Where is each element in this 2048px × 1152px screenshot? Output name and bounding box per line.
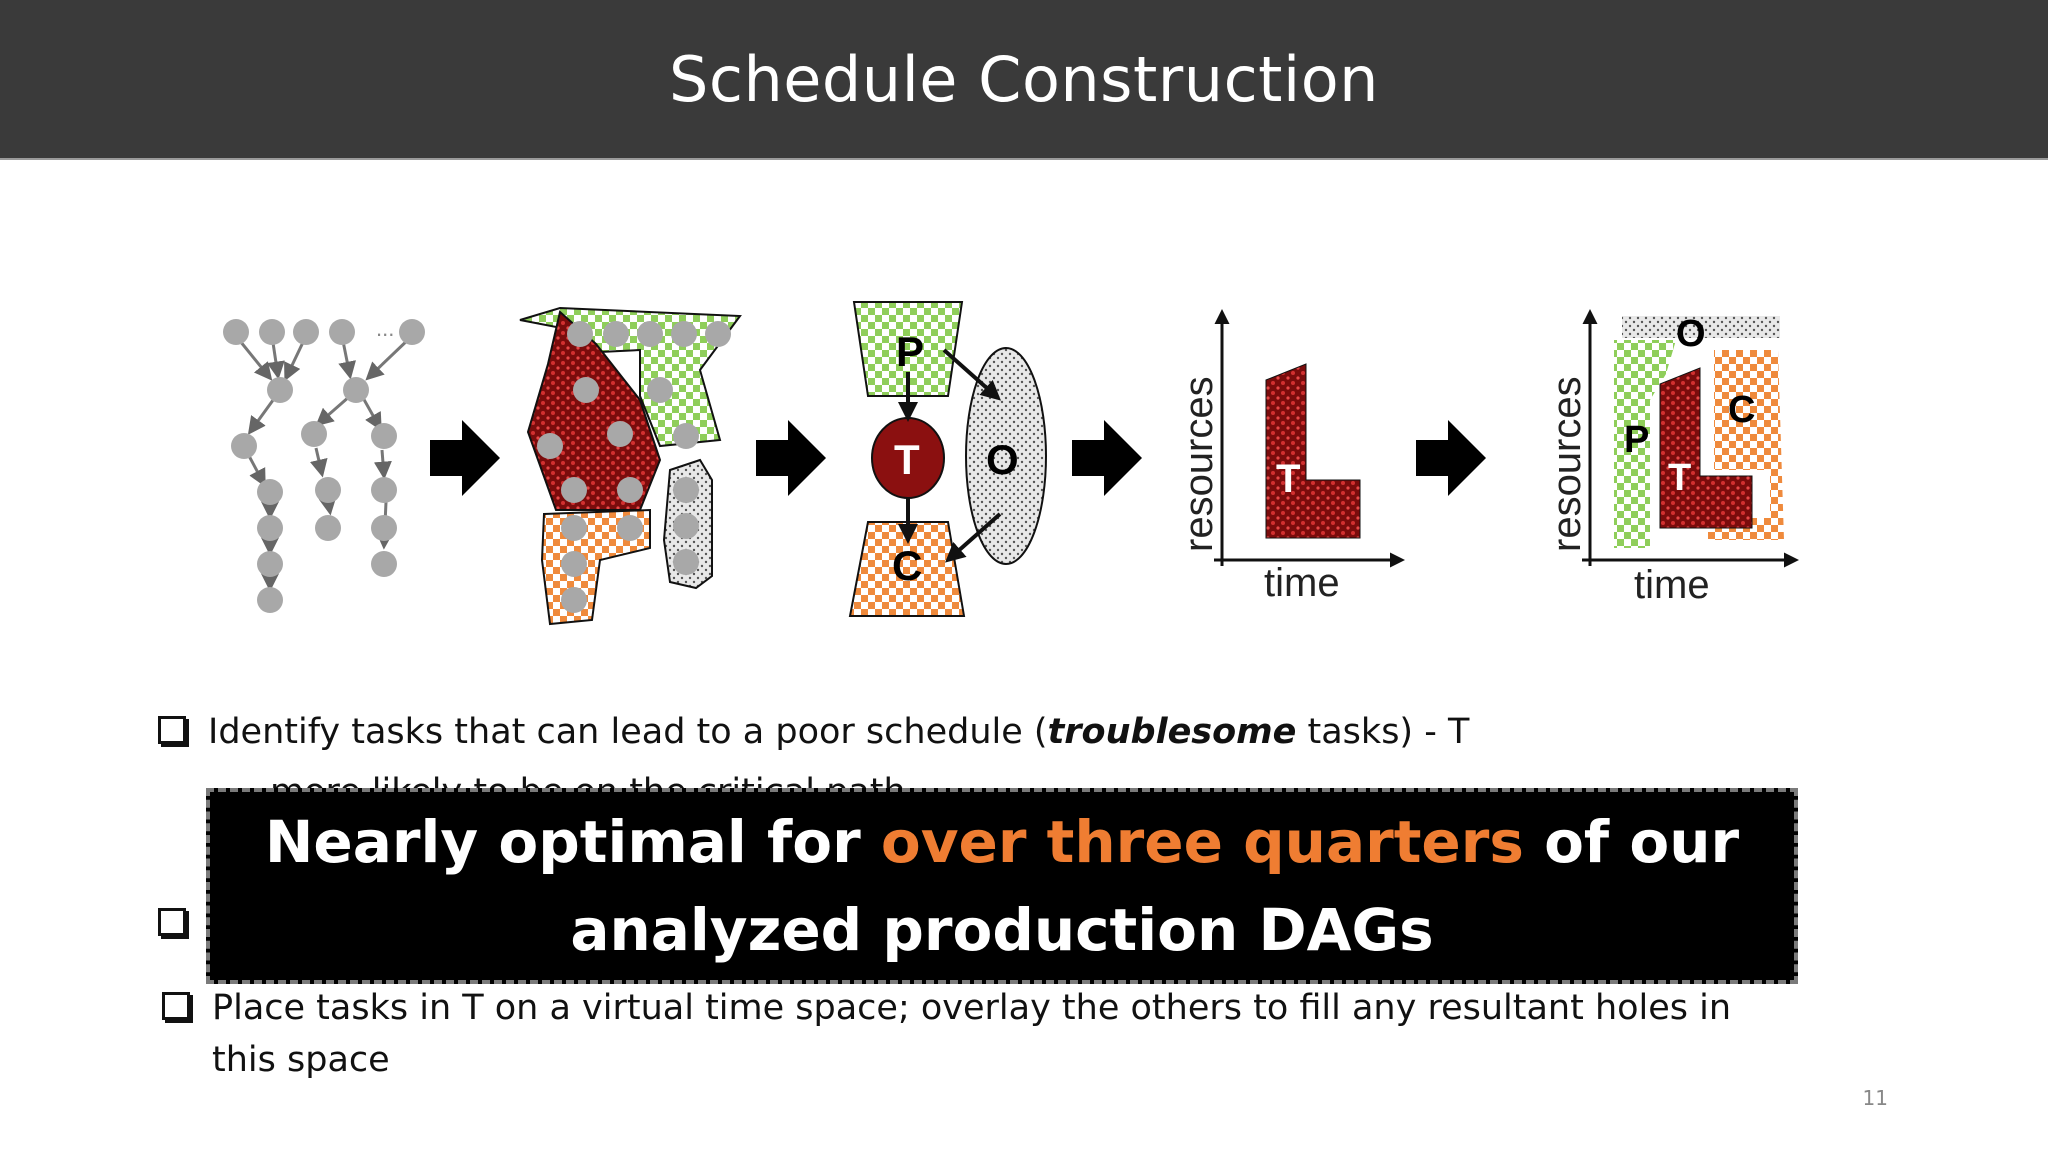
svg-text:T: T bbox=[1668, 457, 1691, 499]
svg-text:C: C bbox=[892, 542, 922, 589]
svg-text:T: T bbox=[894, 436, 920, 483]
callout-text: Nearly optimal for over three quarters o… bbox=[264, 808, 1740, 964]
svg-text:P: P bbox=[1624, 419, 1649, 461]
checkbox-bullet-icon bbox=[158, 716, 186, 744]
callout-overlay: Nearly optimal for over three quarters o… bbox=[206, 788, 1798, 984]
svg-text:time: time bbox=[1264, 561, 1340, 605]
bullet-identify-troublesome: Identify tasks that can lead to a poor s… bbox=[158, 706, 1469, 758]
partitioned-dag bbox=[519, 306, 742, 626]
checkbox-bullet-icon bbox=[158, 908, 186, 936]
title-bar: Schedule Construction bbox=[0, 0, 2048, 160]
bullet-hidden bbox=[158, 898, 208, 950]
arrow-right-icon bbox=[1072, 420, 1142, 496]
time-space-t: T resources time bbox=[1177, 309, 1405, 605]
svg-text:O: O bbox=[986, 436, 1019, 483]
svg-text:resources: resources bbox=[1177, 376, 1221, 552]
ptco-graph: P T O C bbox=[848, 301, 1047, 617]
svg-text:O: O bbox=[1676, 313, 1706, 355]
svg-text:resources: resources bbox=[1545, 376, 1589, 552]
time-space-filled: P T O C resources time bbox=[1545, 309, 1799, 607]
svg-text:time: time bbox=[1634, 563, 1710, 607]
bullet-place-tasks: Place tasks in T on a virtual time space… bbox=[162, 982, 1731, 1086]
arrow-right-icon bbox=[1416, 420, 1486, 496]
svg-text:...: ... bbox=[376, 316, 394, 341]
bullet-sub-partial: more likely to be on the critical path bbox=[270, 772, 906, 792]
arrow-right-icon bbox=[430, 420, 500, 496]
slide-title: Schedule Construction bbox=[669, 42, 1379, 116]
callout-highlight: over three quarters bbox=[880, 808, 1524, 876]
svg-text:T: T bbox=[1276, 457, 1300, 501]
svg-text:C: C bbox=[1728, 389, 1755, 431]
svg-text:P: P bbox=[896, 328, 924, 375]
dag-graph: ... bbox=[223, 316, 425, 613]
emphasis-troublesome: troublesome bbox=[1047, 712, 1297, 752]
checkbox-bullet-icon bbox=[162, 992, 190, 1020]
arrow-right-icon bbox=[756, 420, 826, 496]
page-number: 11 bbox=[1862, 1086, 1888, 1110]
schedule-diagram: ... bbox=[223, 301, 1799, 626]
